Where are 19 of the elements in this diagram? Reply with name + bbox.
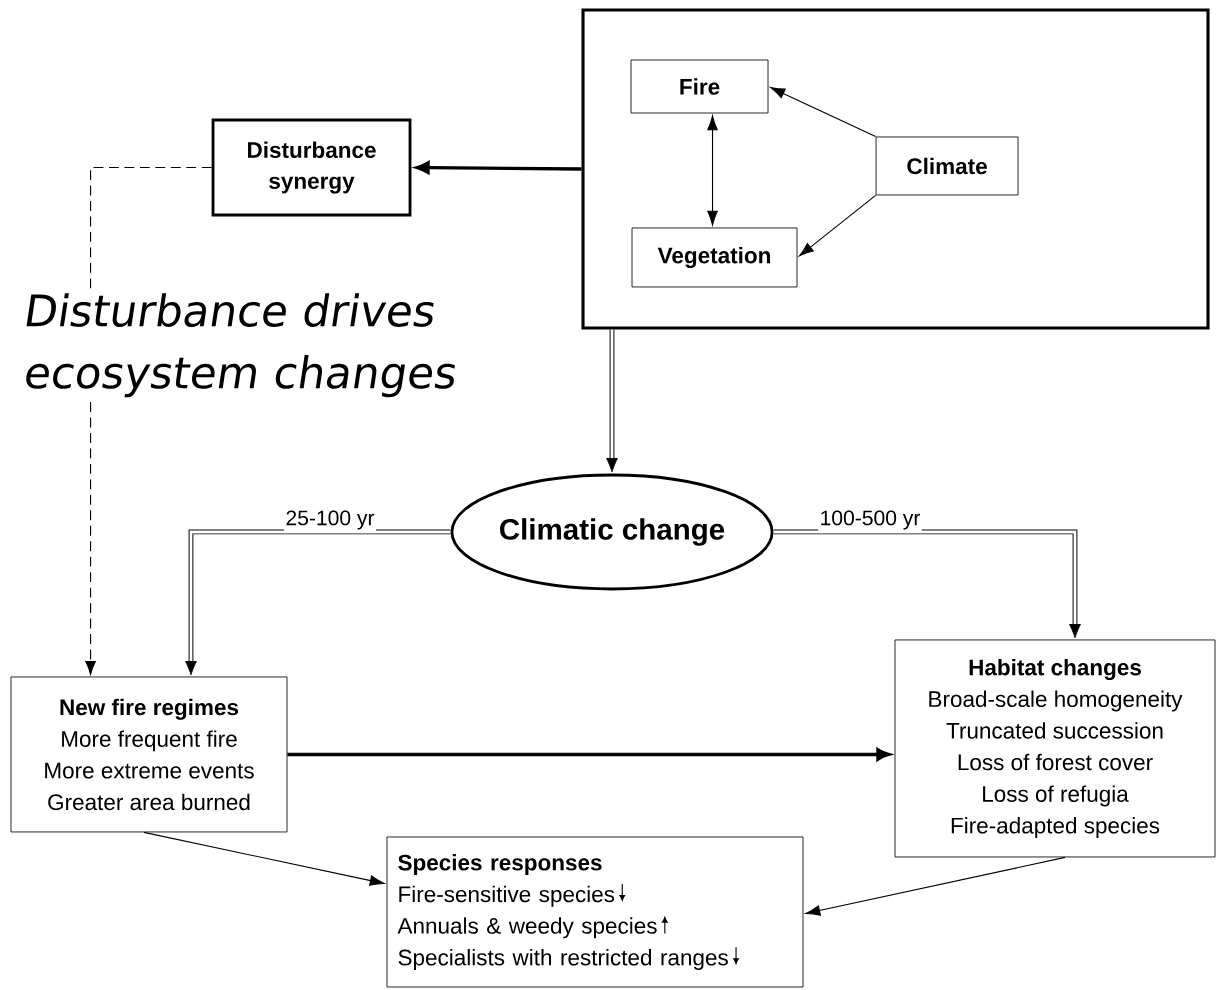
arrow bbox=[773, 529, 1081, 639]
arrow bbox=[606, 329, 618, 473]
arrow bbox=[798, 194, 877, 257]
process-box: Fire bbox=[630, 59, 769, 114]
system-box bbox=[581, 8, 1210, 330]
process-box: New fire regimes More frequent fire More extreme events Greater area burned bbox=[10, 676, 288, 833]
edge-label: 25-100 yr bbox=[286, 510, 375, 530]
arrow bbox=[770, 87, 877, 138]
process-box: Vegetation bbox=[631, 227, 798, 288]
arrow bbox=[707, 115, 718, 226]
heading-text: Disturbance drives ecosystem changes bbox=[26, 293, 455, 398]
edge-label: 100-500 yr bbox=[821, 510, 920, 530]
arrow bbox=[143, 831, 385, 886]
arrow bbox=[185, 529, 451, 676]
process-box: Habitat changes Broad-scale homogeneity Truncated succession Loss of forest cover Loss of refugia Fire-adapted species bbox=[894, 639, 1216, 858]
process-box: Disturbance synergy bbox=[211, 118, 412, 217]
process-box: Climate bbox=[875, 136, 1019, 196]
process-box: Species responses Fire-sensitive species Annuals & weedy species Specialists with restricted ranges bbox=[386, 836, 804, 988]
arrow bbox=[805, 856, 1066, 916]
